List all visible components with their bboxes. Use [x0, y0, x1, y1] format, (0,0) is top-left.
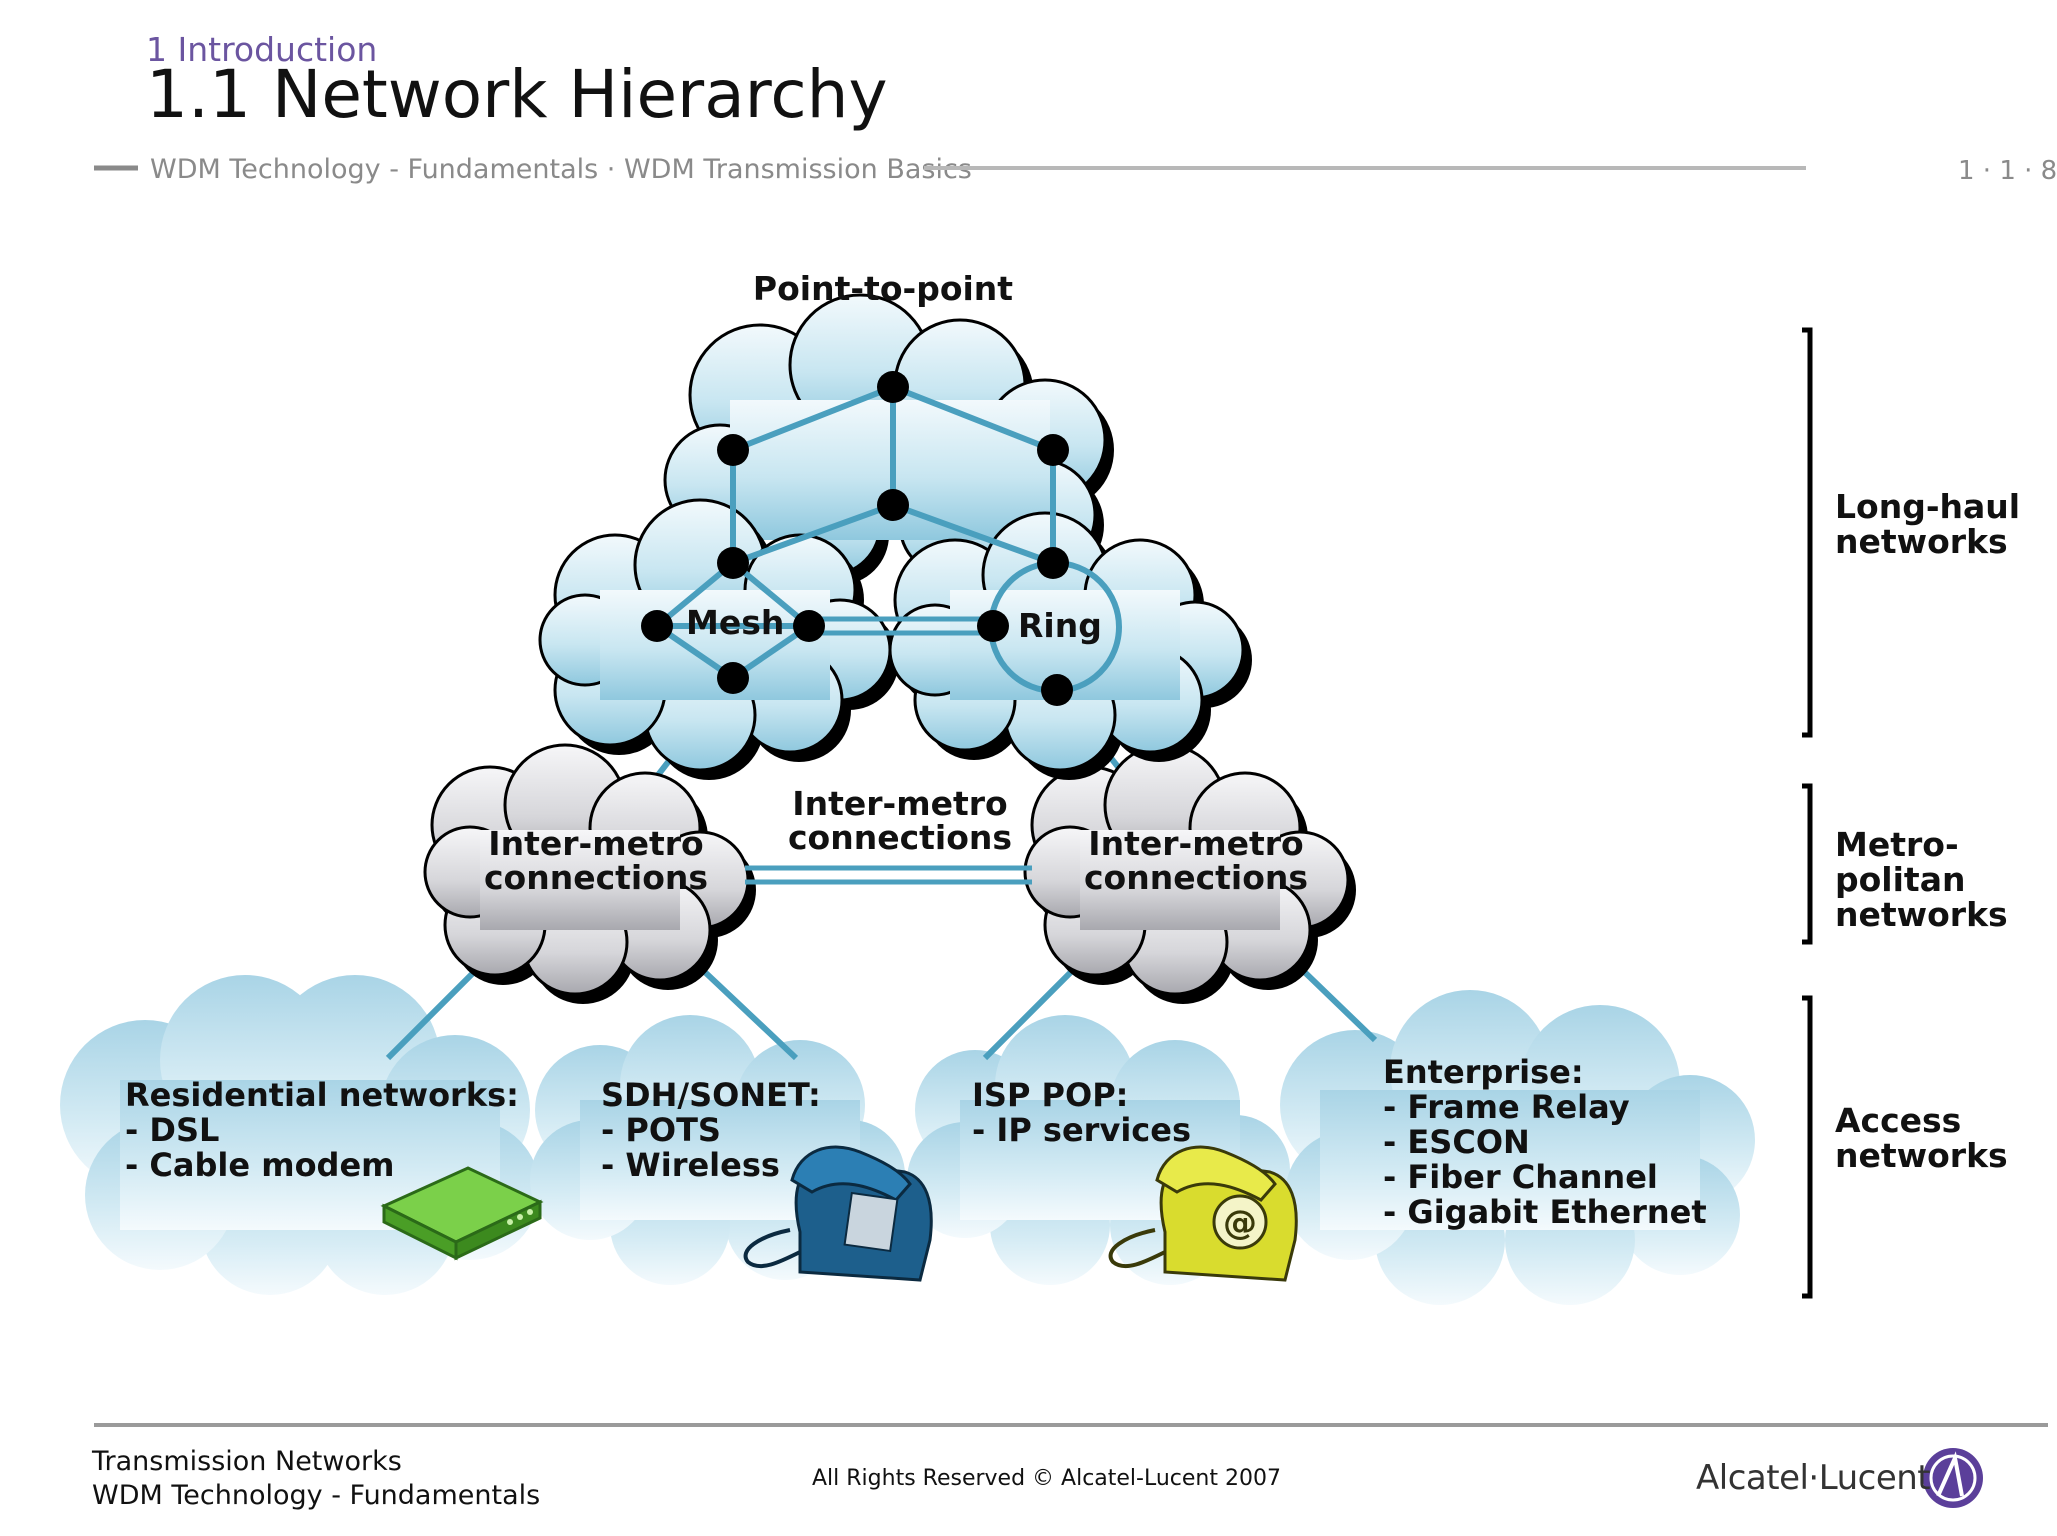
svg-text:Enterprise:: Enterprise: — [1383, 1053, 1584, 1091]
svg-text:ISP POP:: ISP POP: — [972, 1076, 1128, 1114]
inter-metro-right-label-2: connections — [1084, 858, 1308, 897]
inter-metro-center-label-2: connections — [788, 818, 1012, 857]
page-number: 1 · 1 · 8 — [1958, 156, 2057, 186]
telephone-icon — [743, 1145, 933, 1282]
alcatel-lucent-logo-icon — [1923, 1448, 1983, 1508]
mesh-label: Mesh — [686, 603, 784, 642]
access-enterprise-label: Enterprise: - Frame Relay - ESCON - Fibe… — [1383, 1053, 1707, 1231]
point-to-point-label: Point-to-point — [753, 269, 1013, 308]
svg-text:- IP services: - IP services — [972, 1111, 1191, 1149]
metro-cloud-left — [423, 743, 756, 1004]
inter-metro-left-label-1: Inter-metro — [488, 824, 703, 863]
ip-phone-icon: @ — [1108, 1145, 1298, 1282]
inter-metro-link — [745, 865, 1032, 885]
mesh-ring-link — [809, 616, 993, 636]
svg-text:@: @ — [1223, 1203, 1257, 1243]
svg-text:- Cable modem: - Cable modem — [125, 1146, 395, 1184]
svg-text:- Wireless: - Wireless — [601, 1146, 780, 1184]
footer-copyright: All Rights Reserved © Alcatel-Lucent 200… — [812, 1466, 1281, 1491]
svg-text:- Fiber Channel: - Fiber Channel — [1383, 1158, 1658, 1196]
tier-brackets — [1802, 327, 1813, 1299]
svg-text:- Frame Relay: - Frame Relay — [1383, 1088, 1630, 1126]
footer-course-subtitle: WDM Technology - Fundamentals — [92, 1480, 541, 1511]
svg-text:networks: networks — [1835, 1136, 2008, 1175]
svg-text:Long-haul: Long-haul — [1835, 487, 2020, 526]
svg-text:- Gigabit Ethernet: - Gigabit Ethernet — [1383, 1193, 1707, 1231]
svg-text:politan: politan — [1835, 860, 1965, 899]
tier-label-long-haul: Long-haul networks — [1835, 487, 2020, 561]
access-sdh-label: SDH/SONET: - POTS - Wireless — [601, 1076, 821, 1184]
footer-course-title: Transmission Networks — [92, 1446, 402, 1477]
tier-label-metro: Metro- politan networks — [1835, 825, 2008, 934]
inter-metro-right-label-1: Inter-metro — [1088, 824, 1303, 863]
svg-text:Access: Access — [1835, 1101, 1961, 1140]
access-residential-label: Residential networks: - DSL - Cable mode… — [125, 1076, 519, 1184]
svg-text:networks: networks — [1835, 522, 2008, 561]
inter-metro-left-label-2: connections — [484, 858, 708, 897]
svg-text:- POTS: - POTS — [601, 1111, 721, 1149]
svg-text:- ESCON: - ESCON — [1383, 1123, 1530, 1161]
svg-text:networks: networks — [1835, 895, 2008, 934]
svg-text:SDH/SONET:: SDH/SONET: — [601, 1076, 821, 1114]
modem-icon — [380, 1166, 544, 1261]
inter-metro-center-label-1: Inter-metro — [792, 784, 1007, 823]
svg-text:Residential networks:: Residential networks: — [125, 1076, 519, 1114]
tier-label-access: Access networks — [1835, 1101, 2008, 1175]
svg-text:Metro-: Metro- — [1835, 825, 1959, 864]
brand-logo-text: Alcatel·Lucent — [1696, 1458, 1931, 1498]
section-label: 1 Introduction — [146, 30, 378, 69]
page-title: 1.1 Network Hierarchy — [146, 56, 888, 133]
core-cloud-ring — [888, 511, 1252, 780]
svg-text:- DSL: - DSL — [125, 1111, 219, 1149]
access-isp-label: ISP POP: - IP services — [972, 1076, 1191, 1149]
breadcrumb: WDM Technology - Fundamentals · WDM Tran… — [150, 154, 972, 185]
network-nodes — [641, 371, 1073, 706]
ring-label: Ring — [1018, 606, 1102, 645]
access-cloud-enterprise — [1280, 990, 1755, 1305]
metro-cloud-right — [1023, 743, 1356, 1004]
